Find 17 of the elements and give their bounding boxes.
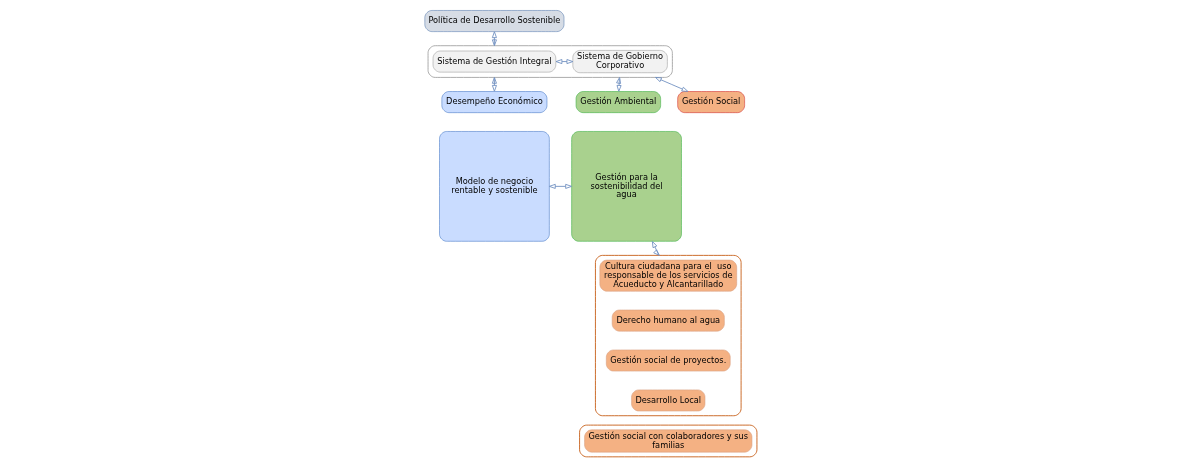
node-box: Modelo de negocio rentable y sostenible <box>439 131 550 242</box>
node-box: Política de Desarrollo Sostenible <box>424 10 565 32</box>
node-box: Gestión para la sostenibilidad del agua <box>571 131 682 242</box>
node-box: Gestión social de proyectos. <box>606 349 731 372</box>
node-box: Desempeño Económico <box>441 91 548 113</box>
node-box: Gestión Social <box>677 91 745 113</box>
arrow <box>655 77 689 92</box>
node-box: Gestión social con colaboradores y sus familias <box>584 429 753 453</box>
node-box: Derecho humano al agua <box>611 309 725 332</box>
arrow <box>548 183 572 189</box>
cluster <box>427 45 673 78</box>
cluster <box>595 254 742 417</box>
node-box: Sistema de Gestión Integral <box>432 50 557 73</box>
node-box: Sistema de Gobierno Corporativo <box>572 50 668 73</box>
node-box: Cultura ciudadana para el uso responsable de los servicios de Acueducto y Alcantarillado <box>599 259 737 292</box>
node-box: Gestión Ambiental <box>575 91 661 113</box>
node-box: Desarrollo Local <box>631 389 706 412</box>
